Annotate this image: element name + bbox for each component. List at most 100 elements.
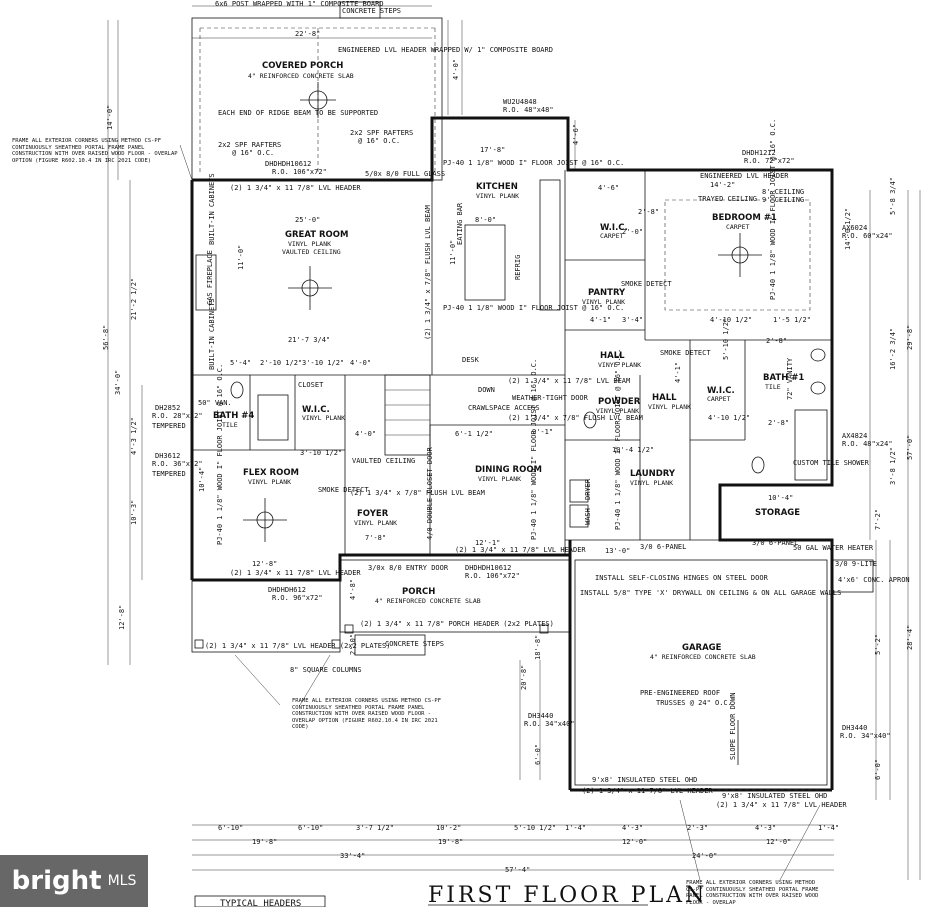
svg-text:ENGINEERED LVL HEADER WRAPPED: ENGINEERED LVL HEADER WRAPPED W/ 1" COMP… xyxy=(338,46,553,54)
front-porch xyxy=(191,559,571,656)
pantry-label: PANTRY xyxy=(588,288,626,298)
svg-text:PRE-ENGINEERED ROOF: PRE-ENGINEERED ROOF xyxy=(640,689,720,697)
svg-text:33'-4": 33'-4" xyxy=(340,852,365,860)
svg-text:4/0 DOUBLE CLOSET DOOR: 4/0 DOUBLE CLOSET DOOR xyxy=(426,446,434,540)
svg-text:10'-3": 10'-3" xyxy=(130,500,138,525)
svg-text:14'-0 1/2": 14'-0 1/2" xyxy=(844,208,852,250)
svg-text:3/0 9-LITE: 3/0 9-LITE xyxy=(835,560,877,568)
svg-text:R.O. 106"x72": R.O. 106"x72" xyxy=(272,168,327,176)
svg-text:3'-8 1/2": 3'-8 1/2" xyxy=(889,447,897,485)
svg-text:AX6024: AX6024 xyxy=(842,224,867,232)
typical-headers-label: TYPICAL HEADERS xyxy=(220,899,301,907)
svg-text:5/0x 8/0 FULL GLASS: 5/0x 8/0 FULL GLASS xyxy=(365,170,445,178)
svg-text:TEMPERED: TEMPERED xyxy=(152,470,186,478)
wic3-label: W.I.C. xyxy=(302,405,330,415)
laundry-sub: VINYL PLANK xyxy=(630,479,673,487)
svg-text:5'-8 3/4": 5'-8 3/4" xyxy=(889,177,897,215)
svg-text:(2) 1 3/4" x 7/8" FLUSH LVL BE: (2) 1 3/4" x 7/8" FLUSH LVL BEAM xyxy=(350,489,485,497)
svg-text:(2) 1 3/4" x 11 7/8" LVL HEADE: (2) 1 3/4" x 11 7/8" LVL HEADER (2x2 PLA… xyxy=(205,642,390,650)
svg-text:2'-0": 2'-0" xyxy=(349,634,357,655)
svg-text:SMOKE DETECT: SMOKE DETECT xyxy=(318,486,369,494)
svg-text:2x2 SPF RAFTERS: 2x2 SPF RAFTERS xyxy=(218,141,281,149)
svg-text:1'-4": 1'-4" xyxy=(565,824,586,832)
svg-text:22'-8": 22'-8" xyxy=(295,30,320,38)
svg-text:4'-6": 4'-6" xyxy=(598,184,619,192)
svg-text:REFRIG: REFRIG xyxy=(514,255,522,280)
svg-text:3/0 6-PANEL: 3/0 6-PANEL xyxy=(640,543,686,551)
svg-text:12'-8": 12'-8" xyxy=(118,605,126,630)
svg-text:DHDH1212: DHDH1212 xyxy=(742,149,776,157)
svg-text:29'-8": 29'-8" xyxy=(906,325,914,350)
svg-text:R.O. 34"x40": R.O. 34"x40" xyxy=(524,720,575,728)
svg-text:14'-2": 14'-2" xyxy=(710,181,735,189)
svg-text:4'-10 1/2": 4'-10 1/2" xyxy=(708,414,750,422)
garage-sub: 4" REINFORCED CONCRETE SLAB xyxy=(650,653,756,661)
svg-text:R.O. 106"x72": R.O. 106"x72" xyxy=(465,572,520,580)
svg-text:(2) 1 3/4" x 11 7/8" LVL HEADE: (2) 1 3/4" x 11 7/8" LVL HEADER xyxy=(230,184,361,192)
bedroom1-sub: CARPET xyxy=(726,223,750,231)
hall1-sub: VINYL PLANK xyxy=(598,361,641,369)
svg-text:3'-10 1/2": 3'-10 1/2" xyxy=(300,449,342,457)
svg-text:20'-8": 20'-8" xyxy=(520,665,528,690)
wic1-sub: CARPET xyxy=(600,232,624,240)
svg-text:(2) 1 3/4" x 11 7/8" LVL HEADE: (2) 1 3/4" x 11 7/8" LVL HEADER xyxy=(230,569,361,577)
svg-text:18'-8": 18'-8" xyxy=(534,635,542,660)
svg-text:9'-1": 9'-1" xyxy=(532,428,553,436)
svg-text:(2) 1 3/4" x 11 7/8" LVL HEADE: (2) 1 3/4" x 11 7/8" LVL HEADER xyxy=(582,787,713,795)
hall2-sub: VINYL PLANK xyxy=(648,403,691,411)
svg-text:SMOKE DETECT: SMOKE DETECT xyxy=(660,349,711,357)
svg-text:R.O. 48"x24": R.O. 48"x24" xyxy=(842,440,893,448)
svg-text:4'-3 1/2": 4'-3 1/2" xyxy=(130,417,138,455)
svg-text:5'-4": 5'-4" xyxy=(230,359,251,367)
room-labels: COVERED PORCH 4" REINFORCED CONCRETE SLA… xyxy=(213,61,804,661)
svg-text:4'-1": 4'-1" xyxy=(674,362,682,383)
svg-text:WEATHER-TIGHT DOOR: WEATHER-TIGHT DOOR xyxy=(512,394,589,402)
svg-text:7'-2": 7'-2" xyxy=(874,509,882,530)
svg-text:CONCRETE STEPS: CONCRETE STEPS xyxy=(342,7,401,15)
svg-text:2'-10 1/2": 2'-10 1/2" xyxy=(260,359,302,367)
svg-text:EATING BAR: EATING BAR xyxy=(456,202,464,245)
svg-text:16'-2 3/4": 16'-2 3/4" xyxy=(889,328,897,370)
svg-text:2'-8": 2'-8" xyxy=(638,208,659,216)
svg-text:CUSTOM TILE SHOWER: CUSTOM TILE SHOWER xyxy=(793,459,870,467)
svg-text:AX4824: AX4824 xyxy=(842,432,867,440)
svg-text:10'-2": 10'-2" xyxy=(436,824,461,832)
wic1-label: W.I.C. xyxy=(600,223,628,233)
svg-text:BUILT-IN CABINETS: BUILT-IN CABINETS xyxy=(208,173,216,245)
svg-text:DHDHDH612: DHDHDH612 xyxy=(268,586,306,594)
svg-text:4'-0": 4'-0" xyxy=(350,359,371,367)
svg-text:2x2 SPF RAFTERS: 2x2 SPF RAFTERS xyxy=(350,129,413,137)
svg-text:(2) 1 3/4" x 11 7/8" LVL HEADE: (2) 1 3/4" x 11 7/8" LVL HEADER xyxy=(455,546,586,554)
covered-porch xyxy=(191,1,443,181)
svg-text:9' CEILING: 9' CEILING xyxy=(762,196,804,204)
svg-text:CLOSET: CLOSET xyxy=(298,381,324,389)
svg-text:CONCRETE STEPS: CONCRETE STEPS xyxy=(385,640,444,648)
svg-text:3/0 6-PANEL: 3/0 6-PANEL xyxy=(752,539,798,547)
svg-text:19'-8": 19'-8" xyxy=(252,838,277,846)
powder-sub: VINYL PLANK xyxy=(596,407,639,415)
svg-text:@ 16" O.C.: @ 16" O.C. xyxy=(358,137,400,145)
dimension-lines xyxy=(107,5,921,880)
svg-text:12'-0": 12'-0" xyxy=(622,838,647,846)
svg-text:17'-8": 17'-8" xyxy=(480,146,505,154)
svg-text:4'x6' CONC. APRON: 4'x6' CONC. APRON xyxy=(838,576,910,584)
svg-text:DH3440: DH3440 xyxy=(528,712,553,720)
covered-porch-sub: 4" REINFORCED CONCRETE SLAB xyxy=(248,72,354,80)
svg-text:5'-10 1/2": 5'-10 1/2" xyxy=(514,824,556,832)
svg-text:R.O. 34"x40": R.O. 34"x40" xyxy=(840,732,891,740)
svg-text:@ 16" O.C.: @ 16" O.C. xyxy=(232,149,274,157)
svg-text:PJ-40 1 1/8" WOOD I" FLOOR JOI: PJ-40 1 1/8" WOOD I" FLOOR JOIST @ 16" O… xyxy=(530,359,538,540)
svg-text:1'-4": 1'-4" xyxy=(818,824,839,832)
frame-note-bottom-right: FRAME ALL EXTERIOR CORNERS USING METHOD … xyxy=(686,880,819,906)
svg-text:PJ-40 1 1/8" WOOD I" FLOOR JOI: PJ-40 1 1/8" WOOD I" FLOOR JOIST @ 16" O… xyxy=(443,159,624,167)
bath1-label: BATH #1 xyxy=(763,373,804,383)
svg-text:DHDHDH10612: DHDHDH10612 xyxy=(465,564,511,572)
svg-text:EACH END OF RIDGE BEAM TO BE S: EACH END OF RIDGE BEAM TO BE SUPPORTED xyxy=(218,109,378,117)
svg-text:9'x8' INSULATED STEEL OHD: 9'x8' INSULATED STEEL OHD xyxy=(722,792,827,800)
svg-text:DH3612: DH3612 xyxy=(155,452,180,460)
svg-text:13'-0": 13'-0" xyxy=(605,547,630,555)
powder-label: POWDER xyxy=(598,397,641,407)
bath4-sub: TILE xyxy=(222,421,238,429)
foyer-label: FOYER xyxy=(357,509,389,519)
